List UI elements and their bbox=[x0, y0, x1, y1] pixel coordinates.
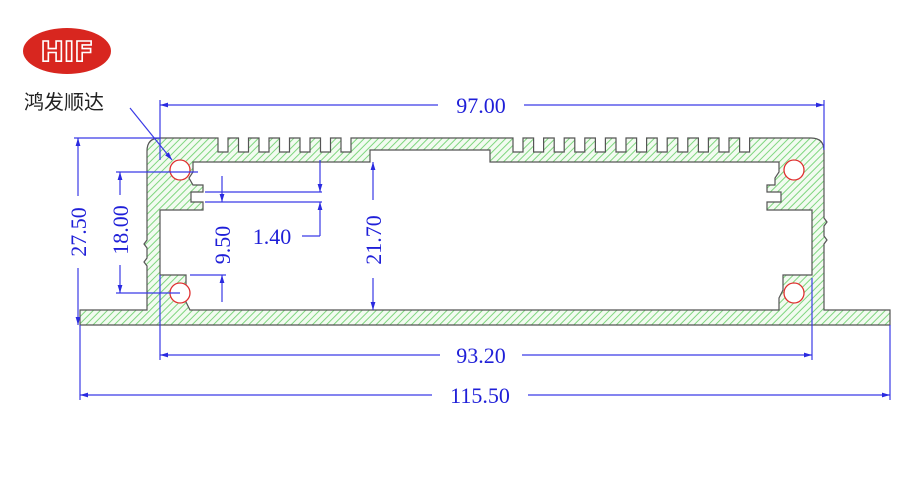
mounting-holes bbox=[169, 159, 805, 304]
dim-hole-spacing: 18.00 bbox=[108, 205, 133, 255]
screw-hole bbox=[783, 282, 805, 304]
dim-slot-height: 9.50 bbox=[210, 226, 235, 265]
dimension-lines bbox=[74, 100, 891, 400]
brand-logo: HIF bbox=[23, 28, 111, 74]
screw-hole bbox=[783, 159, 805, 181]
dim-overall-height: 27.50 bbox=[66, 207, 91, 257]
logo-letters: HIF bbox=[41, 35, 94, 68]
screw-hole bbox=[169, 159, 191, 181]
dim-overall-width: 115.50 bbox=[450, 383, 510, 408]
dim-top-width: 97.00 bbox=[456, 93, 506, 118]
company-name: 鸿发顺达 bbox=[24, 90, 104, 114]
dim-inner-height: 21.70 bbox=[361, 215, 386, 265]
aluminum-profile-section bbox=[79, 137, 891, 326]
dim-slot-width: 1.40 bbox=[253, 224, 292, 249]
dim-inner-width: 93.20 bbox=[456, 343, 506, 368]
